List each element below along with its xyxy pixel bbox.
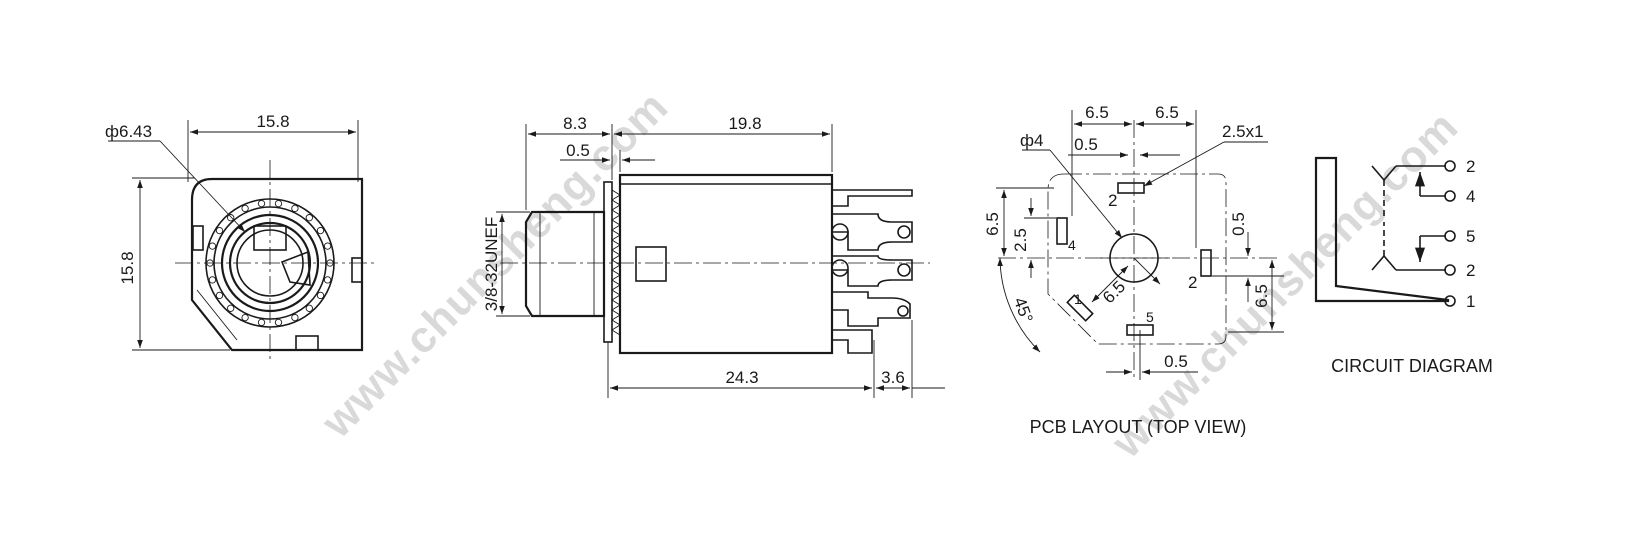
pcb-off-label: 0.5 xyxy=(1074,135,1098,154)
side-len-label: 24.3 xyxy=(725,368,758,387)
knurl-tooth xyxy=(257,318,266,327)
side-gap-label: 0.5 xyxy=(566,141,590,160)
knurl-tooth xyxy=(323,242,332,250)
pcb-angle-label: 45° xyxy=(1010,295,1037,326)
side-pin-top xyxy=(831,189,913,207)
front-contact-right xyxy=(280,250,311,286)
pcb-hole-leader xyxy=(1049,149,1123,239)
circuit-terminal-2b xyxy=(1444,264,1456,276)
side-pin-5 xyxy=(831,329,873,354)
circuit-caption: CIRCUIT DIAGRAM xyxy=(1331,356,1493,376)
side-washer xyxy=(603,181,613,343)
pcb-pad-4 xyxy=(1056,217,1068,245)
front-width-label: 15.8 xyxy=(256,112,289,131)
pcb-bottom-off-label: 0.5 xyxy=(1164,352,1188,371)
side-pin-label: 3.6 xyxy=(881,368,905,387)
knurl-tooth xyxy=(208,276,217,284)
knurl-tooth xyxy=(241,313,249,322)
knurl-tooth xyxy=(257,199,266,208)
front-body-outline xyxy=(190,177,364,352)
pcb-v2-label: 2.5 xyxy=(1011,228,1030,252)
knurl-tooth xyxy=(274,199,283,208)
pcb-pad-1 xyxy=(1066,294,1094,322)
side-top1-label: 8.3 xyxy=(563,114,587,133)
circuit-label-2a: 2 xyxy=(1466,157,1475,176)
circuit-contact-bottom xyxy=(1371,254,1397,271)
pcb-right-off-label: 0.5 xyxy=(1229,212,1248,236)
circuit-diagram: 2 4 5 2 1 CIRCUIT DIAGRAM xyxy=(1314,156,1493,376)
side-pin-3-hole xyxy=(897,263,911,277)
front-dia-label: ф6.43 xyxy=(105,122,152,141)
front-chamfer-line xyxy=(196,289,238,341)
pcb-diag-arrow-r xyxy=(1133,257,1161,285)
pcb-outline xyxy=(1047,173,1227,345)
front-height-label: 15.8 xyxy=(118,251,137,284)
pcb-diag-label: 6.5 xyxy=(1099,277,1129,307)
front-tab-right xyxy=(351,257,363,283)
side-thread-label: 3/8-32UNEF xyxy=(482,217,501,311)
side-body xyxy=(618,173,834,355)
watermark-right: www.chunsheng.com xyxy=(1102,102,1468,468)
front-tab-left xyxy=(192,225,204,251)
knurl-tooth xyxy=(227,304,235,312)
circuit-label-4: 4 xyxy=(1466,187,1475,206)
pcb-h1-label: 6.5 xyxy=(1085,103,1109,122)
circuit-terminal-1 xyxy=(1444,295,1456,307)
front-tab-bottom xyxy=(295,335,319,351)
pcb-hole-label: ф4 xyxy=(1020,131,1043,150)
knurl-tooth xyxy=(305,304,313,312)
side-pin-2-eye xyxy=(831,223,849,241)
side-pin-4 xyxy=(831,291,911,327)
knurl-tooth xyxy=(316,291,325,300)
front-view: 15.8 15.8 ф6.43 xyxy=(105,112,375,362)
knurl-tooth xyxy=(316,226,325,235)
knurl-tooth xyxy=(215,291,224,300)
front-dia-leader xyxy=(159,140,246,233)
circuit-label-5: 5 xyxy=(1466,227,1475,246)
knurl-tooth xyxy=(241,204,249,213)
pcb-pad-label-2-top: 2 xyxy=(1108,191,1117,210)
circuit-sleeve xyxy=(1314,156,1450,303)
pcb-pad-label-2-right: 2 xyxy=(1188,273,1197,292)
pcb-pad-2-right xyxy=(1200,249,1212,277)
pcb-slot-label: 2.5x1 xyxy=(1222,122,1264,141)
knurl-tooth xyxy=(291,313,299,322)
side-latch xyxy=(635,246,667,282)
circuit-label-2b: 2 xyxy=(1466,261,1475,280)
side-pin-2 xyxy=(831,213,913,251)
pcb-h2-label: 6.5 xyxy=(1155,103,1179,122)
knurl-tooth xyxy=(305,214,313,222)
side-view: 8.3 19.8 0.5 3/8-32UNEF 24.3 3.6 xyxy=(482,114,945,398)
knurl-tooth xyxy=(208,242,217,250)
pcb-pad-label-5: 5 xyxy=(1146,309,1154,325)
knurl-tooth xyxy=(274,318,283,327)
circuit-terminal-4 xyxy=(1444,190,1456,202)
pcb-pad-2-top xyxy=(1117,182,1145,194)
knurl-tooth xyxy=(323,276,332,284)
knurl-tooth xyxy=(291,204,299,213)
pcb-layout: 2 4 2 1 5 6.5 6.5 0.5 2.5x1 ф4 6.5 2.5 0… xyxy=(983,103,1284,437)
knurl-tooth xyxy=(215,226,224,235)
pcb-pad-label-4: 4 xyxy=(1068,237,1076,253)
pcb-dim-diag xyxy=(1091,265,1129,303)
side-pin-2-hole xyxy=(897,225,911,239)
pcb-v1-label: 6.5 xyxy=(983,212,1002,236)
side-pin-4-hole xyxy=(897,305,909,317)
front-knurl-teeth xyxy=(206,199,334,327)
knurl-tooth xyxy=(227,214,235,222)
watermark-text-right: www.chunsheng.com xyxy=(1102,102,1468,468)
side-pin-3 xyxy=(831,255,913,287)
circuit-label-1: 1 xyxy=(1466,292,1475,311)
side-pin-3-eye xyxy=(831,259,849,277)
pcb-caption: PCB LAYOUT (TOP VIEW) xyxy=(1030,417,1247,437)
side-knurl xyxy=(611,189,621,336)
pcb-slot-leader xyxy=(1143,141,1225,187)
side-top2-label: 19.8 xyxy=(728,114,761,133)
circuit-terminal-2a xyxy=(1444,160,1456,172)
circuit-terminal-5 xyxy=(1444,230,1456,242)
pcb-pad-label-1: 1 xyxy=(1074,291,1082,307)
pcb-angle-arc xyxy=(997,257,1041,353)
pcb-right-v-label: 6.5 xyxy=(1252,284,1271,308)
